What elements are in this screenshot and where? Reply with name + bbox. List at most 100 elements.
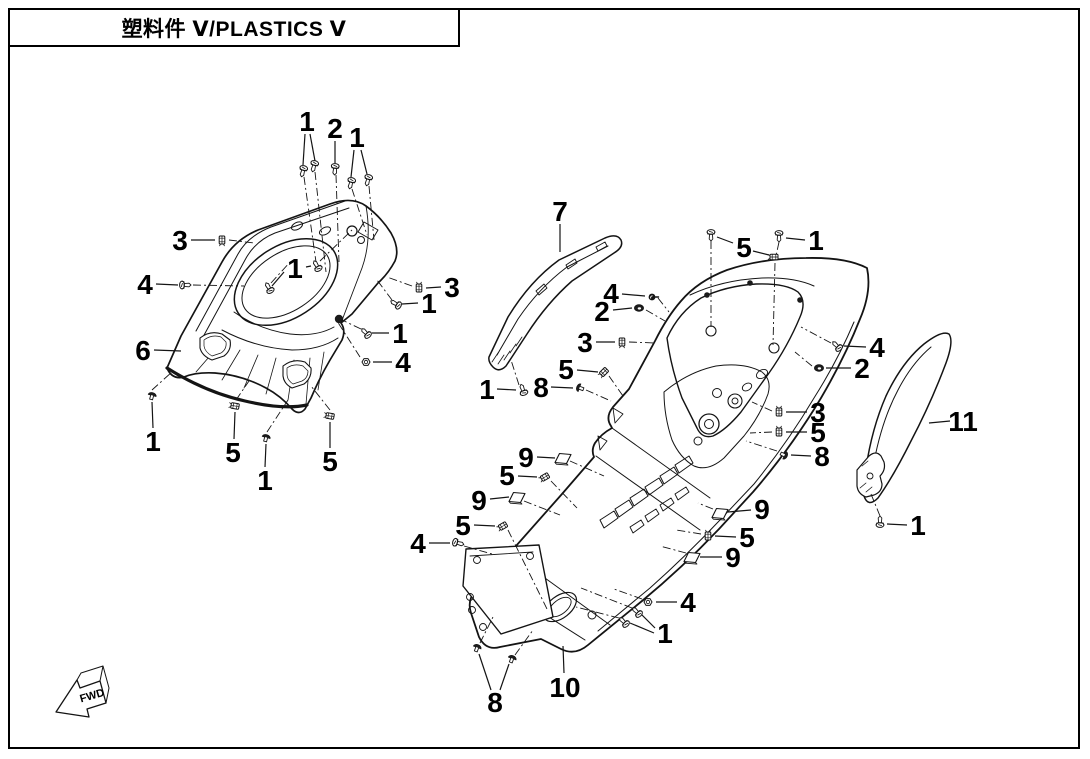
fastener-clip-icon — [218, 235, 226, 247]
leader-line — [886, 523, 908, 526]
callout-1: 1 — [287, 253, 303, 284]
leader-line — [153, 349, 182, 352]
leader-line — [302, 133, 306, 166]
callout-1: 1 — [145, 426, 161, 457]
fastener-rivet-icon — [146, 391, 158, 401]
axis-line — [303, 176, 317, 263]
part-trim-strip-7 — [488, 235, 623, 371]
leader-line — [928, 420, 951, 424]
leader-line — [350, 149, 355, 178]
fastener-screw-icon — [179, 280, 192, 290]
callout-4: 4 — [680, 587, 696, 618]
fastener-grommet-icon — [813, 364, 825, 372]
callout-5: 5 — [225, 437, 241, 468]
leader-line — [576, 369, 599, 373]
callout-5: 5 — [499, 460, 515, 491]
leader-line — [360, 149, 368, 175]
callout-3: 3 — [172, 225, 188, 256]
leader-line — [629, 622, 655, 634]
fastener-clip-icon — [767, 253, 779, 261]
axis-line — [376, 279, 393, 301]
callout-1: 1 — [392, 318, 408, 349]
axis-line — [550, 480, 578, 509]
leader-line — [716, 236, 734, 244]
fastener-rivet-icon — [260, 433, 272, 443]
callout-1: 1 — [257, 465, 273, 496]
leader-line — [233, 411, 236, 440]
part-tail-center-cover — [165, 199, 398, 414]
axis-line — [749, 431, 773, 434]
leader-line — [562, 645, 565, 674]
callout-5: 5 — [739, 522, 755, 553]
axis-line — [510, 359, 520, 386]
callout-5: 5 — [558, 354, 574, 385]
axis-line — [870, 493, 881, 517]
axis-line — [235, 380, 250, 401]
axis-line — [319, 229, 353, 262]
leader-line — [517, 475, 538, 478]
fastener-clip-icon — [775, 405, 783, 417]
fastener-clip-icon — [496, 521, 509, 532]
leader-line — [621, 293, 646, 297]
title-block: 塑料件 Ⅴ/PLASTICS Ⅴ — [8, 8, 460, 47]
axis-line — [675, 529, 702, 535]
axis-line — [580, 587, 633, 609]
fastener-rivet-icon — [471, 642, 483, 654]
callout-2: 2 — [594, 296, 610, 327]
axis-line — [628, 341, 657, 344]
leader-line — [550, 386, 574, 389]
callout-11: 11 — [948, 406, 978, 437]
callout-9: 9 — [754, 494, 770, 525]
callout-4: 4 — [137, 269, 153, 300]
leader-line — [496, 388, 517, 391]
callout-9: 9 — [471, 485, 487, 516]
callout-1: 1 — [349, 122, 365, 153]
axis-line — [523, 500, 561, 516]
axis-line — [751, 401, 773, 412]
leader-line — [640, 613, 656, 629]
leader-line — [499, 663, 510, 691]
callout-1: 1 — [299, 106, 315, 137]
axis-line — [645, 309, 666, 322]
axis-line — [463, 545, 493, 555]
axis-line — [386, 276, 413, 287]
fastener-clip-icon — [323, 411, 335, 420]
fastener-screw-icon — [875, 515, 885, 528]
axis-line — [335, 174, 340, 263]
axis-line — [341, 319, 362, 330]
axis-line — [314, 171, 327, 273]
fastener-nut-icon — [361, 358, 371, 366]
fastener-screw-icon — [297, 164, 309, 179]
callout-5: 5 — [455, 510, 471, 541]
fender-fins — [599, 455, 694, 534]
callout-7: 7 — [552, 196, 568, 227]
fastener-screw-icon — [345, 176, 357, 191]
fastener-clip-icon — [228, 401, 240, 410]
fastener-screw-icon — [388, 297, 404, 311]
part-bracket-10 — [462, 544, 554, 635]
leader-line — [489, 496, 510, 500]
axis-line — [479, 614, 495, 644]
callout-4: 4 — [603, 278, 619, 309]
axis-line — [368, 185, 375, 241]
callout-3: 3 — [810, 397, 826, 428]
fastener-screw-icon — [330, 162, 340, 176]
callout-4: 4 — [410, 528, 426, 559]
fastener-pad-icon — [508, 491, 526, 505]
callout-1: 1 — [808, 225, 824, 256]
axis-line — [270, 260, 292, 284]
axis-line — [800, 326, 832, 344]
axis-line — [514, 629, 534, 656]
axis-line — [310, 385, 331, 411]
axis-line — [336, 320, 361, 358]
axis-line — [775, 241, 780, 257]
axis-line — [659, 545, 687, 554]
fastener-rivet-icon — [574, 382, 586, 394]
axis-line — [151, 370, 174, 391]
axis-line — [697, 502, 714, 510]
fastener-screw-icon — [706, 229, 716, 242]
callout-4: 4 — [869, 332, 885, 363]
callout-2: 2 — [854, 353, 870, 384]
